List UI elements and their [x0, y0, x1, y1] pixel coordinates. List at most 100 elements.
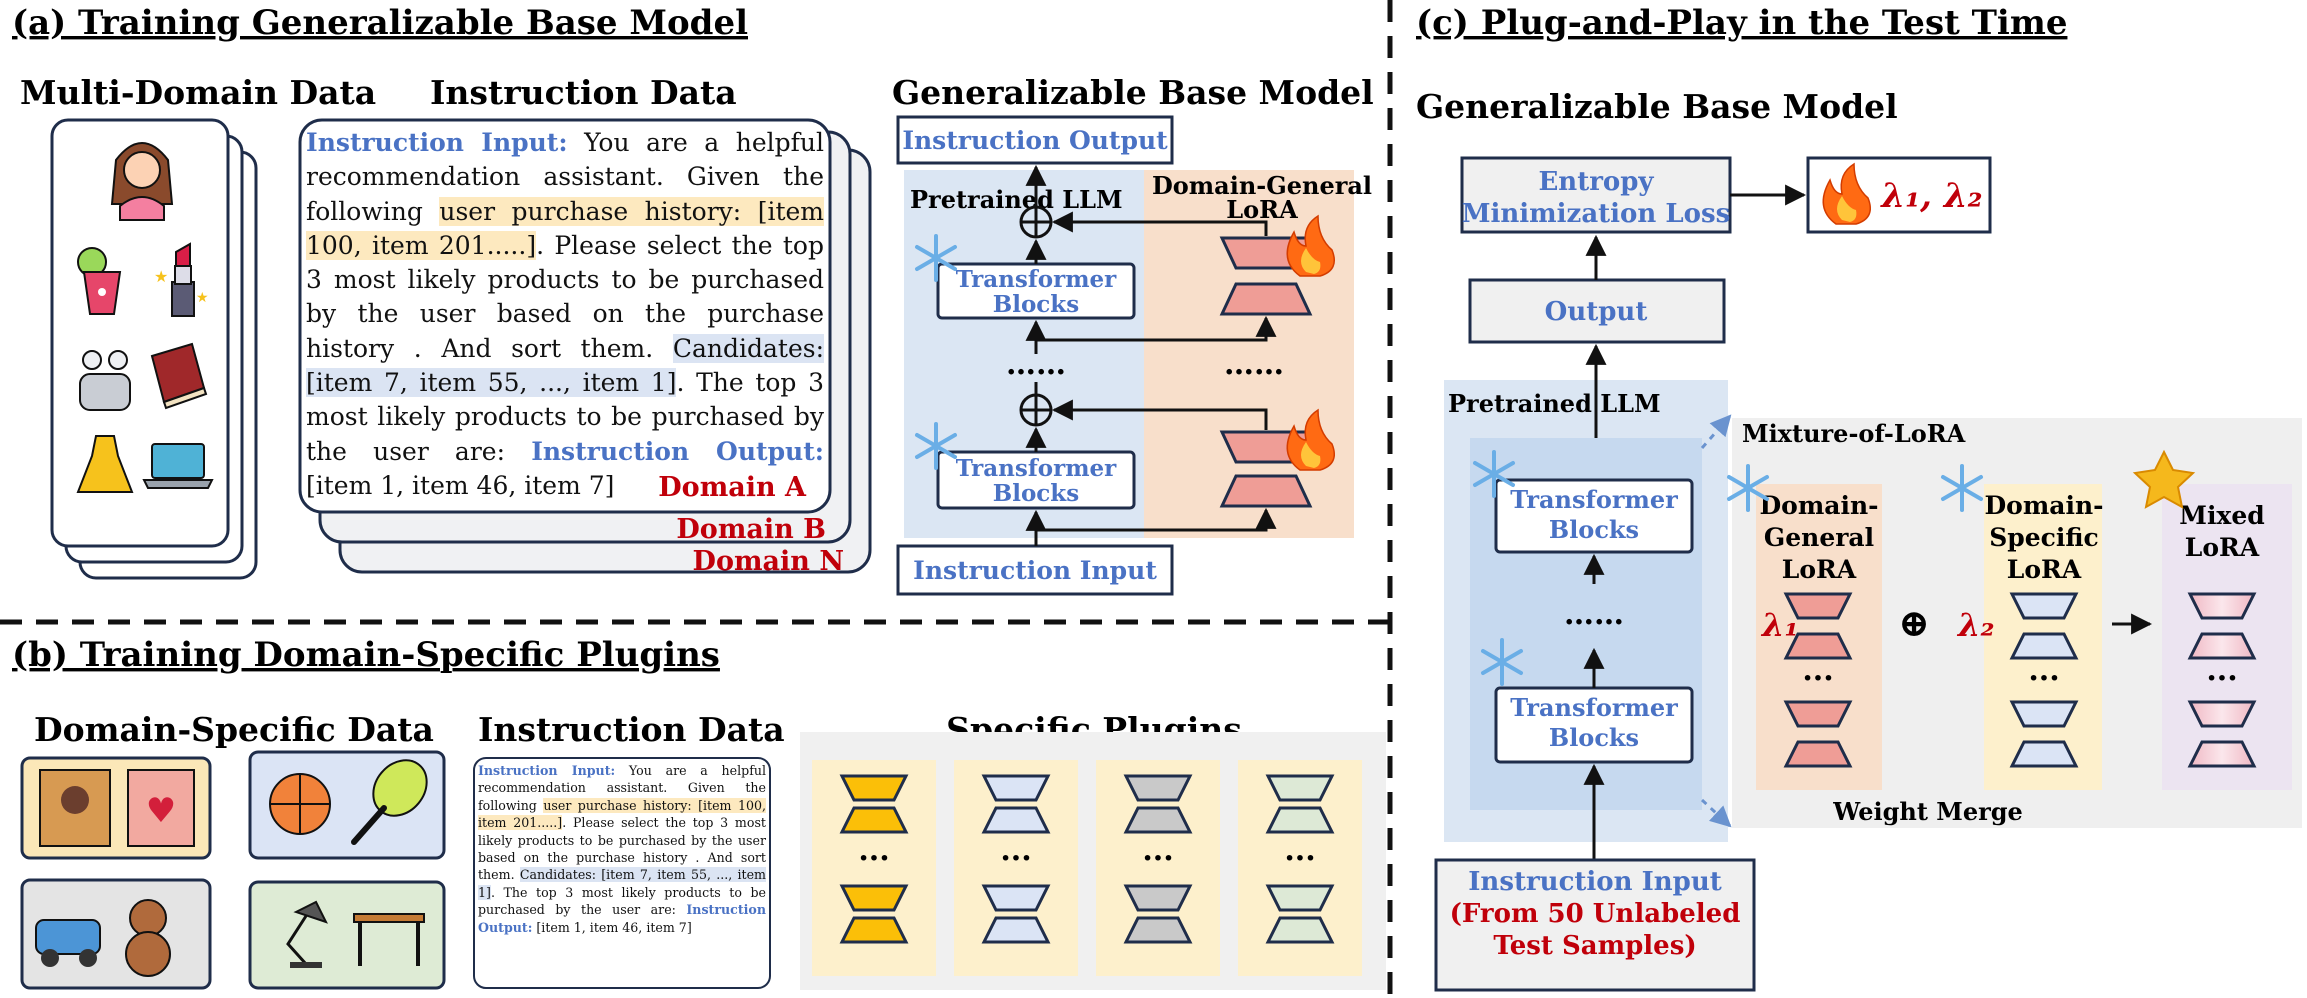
- section-c-title: (c) Plug-and-Play in the Test Time: [1416, 3, 2067, 43]
- base-model-title-c: Generalizable Base Model: [1416, 87, 1898, 126]
- block-upper-c-line2: Blocks: [1549, 515, 1639, 544]
- svg-text:★: ★: [154, 267, 168, 286]
- domain-b-label: Domain B: [676, 514, 826, 545]
- mixed-lora-adapters: ···: [2187, 592, 2257, 768]
- snowflake-icon: [1473, 450, 1515, 498]
- block-lower-c-line2: Blocks: [1549, 723, 1639, 752]
- lipstick-icon: ★ ★: [154, 242, 209, 317]
- section-b: (b) Training Domain-Specific Plugins Dom…: [12, 635, 1386, 990]
- instruction-output-box: [896, 115, 1174, 165]
- instruction-text-block: Instruction Input: You are a helpful rec…: [306, 128, 824, 500]
- plugin-gray: ···: [1096, 760, 1220, 976]
- block-upper-line2: Blocks: [993, 291, 1079, 318]
- lambda-1: λ₁: [1760, 606, 1798, 644]
- specific-lora-adapters: ···: [2009, 592, 2079, 768]
- snowflake-icon: [915, 422, 957, 470]
- plugin-green: ···: [1238, 760, 1362, 976]
- plugin-gold: ···: [812, 760, 936, 976]
- lambda-2: λ₂: [1956, 606, 1994, 644]
- multi-domain-card-stack: ★ ★: [50, 118, 258, 580]
- multi-domain-title: Multi-Domain Data: [20, 73, 376, 112]
- svg-text:Domain-: Domain-: [1759, 491, 1878, 520]
- star-icon: [2132, 449, 2196, 509]
- section-a-title: (a) Training Generalizable Base Model: [12, 3, 748, 43]
- svg-text:General: General: [1764, 523, 1874, 552]
- table-icon: [353, 913, 425, 966]
- svg-text:LoRA: LoRA: [2185, 533, 2260, 562]
- domain-tile-movies: ♥: [20, 756, 212, 860]
- block-upper-c-line1: Transformer: [1510, 485, 1678, 514]
- earbuds-icon: [79, 350, 131, 411]
- svg-text:Specific: Specific: [1989, 523, 2099, 552]
- lora-label-line1: Domain-General: [1152, 171, 1372, 200]
- snowflake-icon: [1481, 638, 1523, 686]
- general-lora-adapters: ···: [1783, 592, 1853, 768]
- ellipsis-c: ……: [1564, 597, 1624, 632]
- snowflake-icon: [915, 234, 957, 282]
- domain-tile-toys: [20, 878, 212, 990]
- svg-text:Domain-: Domain-: [1984, 491, 2103, 520]
- svg-text:★: ★: [196, 290, 209, 306]
- merge-plus: ⊕: [1898, 600, 1930, 645]
- plugin-blue: ···: [954, 760, 1078, 976]
- mixture-label: Mixture-of-LoRA: [1742, 419, 1966, 448]
- svg-text:···: ···: [2206, 661, 2237, 696]
- section-b-title: (b) Training Domain-Specific Plugins: [12, 635, 720, 675]
- ellipsis-right: ……: [1224, 347, 1284, 382]
- person-icon: [110, 142, 174, 221]
- instruction-input-box-c: [1434, 858, 1756, 992]
- lamp-icon: [286, 900, 328, 968]
- fire-icon: [1822, 162, 1871, 225]
- instruction-output-label: Instruction Output: [902, 126, 1168, 155]
- detective-figure: [61, 786, 89, 814]
- input-c-line1: Instruction Input: [1468, 867, 1722, 897]
- base-model-title: Generalizable Base Model: [892, 73, 1374, 112]
- fire-icon: [1286, 214, 1335, 277]
- teddy-bear-icon: [125, 899, 171, 977]
- book-icon: [150, 342, 208, 410]
- block-lower-line2: Blocks: [993, 480, 1079, 507]
- domain-tile-home: [248, 880, 446, 990]
- tennis-racket-icon: [351, 759, 428, 845]
- instruction-card-stack: Instruction Input: You are a helpful rec…: [298, 118, 872, 577]
- transformer-block-upper-c: [1494, 478, 1694, 554]
- instruction-data-title-b: Instruction Data: [478, 710, 785, 749]
- block-lower-c-line1: Transformer: [1510, 693, 1678, 722]
- dress-icon: [76, 435, 134, 493]
- section-a: (a) Training Generalizable Base Model Mu…: [12, 3, 1374, 596]
- input-c-line3: Test Samples): [1493, 931, 1696, 961]
- output-box: [1468, 278, 1726, 344]
- svg-text:···: ···: [1802, 661, 1833, 696]
- drink-icon: [77, 247, 122, 315]
- add-node-upper: [1019, 205, 1053, 239]
- add-node-lower: [1019, 393, 1053, 427]
- romance-poster-icon: [127, 769, 195, 847]
- instruction-data-title: Instruction Data: [430, 73, 737, 112]
- svg-text:···: ···: [2028, 661, 2059, 696]
- loss-line1: Entropy: [1538, 167, 1654, 197]
- block-lower-line1: Transformer: [956, 455, 1117, 482]
- input-c-line2: (From 50 Unlabeled: [1450, 899, 1741, 929]
- fire-icon: [1286, 408, 1335, 471]
- pretrained-llm-label-c: Pretrained LLM: [1448, 389, 1661, 418]
- output-label: Output: [1545, 297, 1648, 327]
- svg-text:···: ···: [1284, 841, 1315, 876]
- toy-car-icon: [35, 919, 101, 967]
- pretrained-llm-label: Pretrained LLM: [910, 185, 1123, 214]
- laptop-icon: [142, 443, 214, 489]
- snowflake-icon: [1941, 464, 1983, 512]
- entropy-loss-box: [1460, 156, 1732, 234]
- loss-line2: Minimization Loss: [1462, 199, 1731, 229]
- weight-merge-label: Weight Merge: [1832, 797, 2023, 826]
- snowflake-icon: [1727, 464, 1769, 512]
- svg-text:Mixed: Mixed: [2179, 501, 2264, 530]
- svg-text:···: ···: [1000, 841, 1031, 876]
- svg-text:LoRA: LoRA: [1782, 555, 1857, 584]
- lora-label-line2: LoRA: [1226, 195, 1298, 224]
- svg-text:···: ···: [858, 841, 889, 876]
- domain-n-label: Domain N: [693, 546, 844, 577]
- domain-specific-data-title: Domain-Specific Data: [34, 710, 434, 749]
- svg-text:♥: ♥: [146, 791, 176, 831]
